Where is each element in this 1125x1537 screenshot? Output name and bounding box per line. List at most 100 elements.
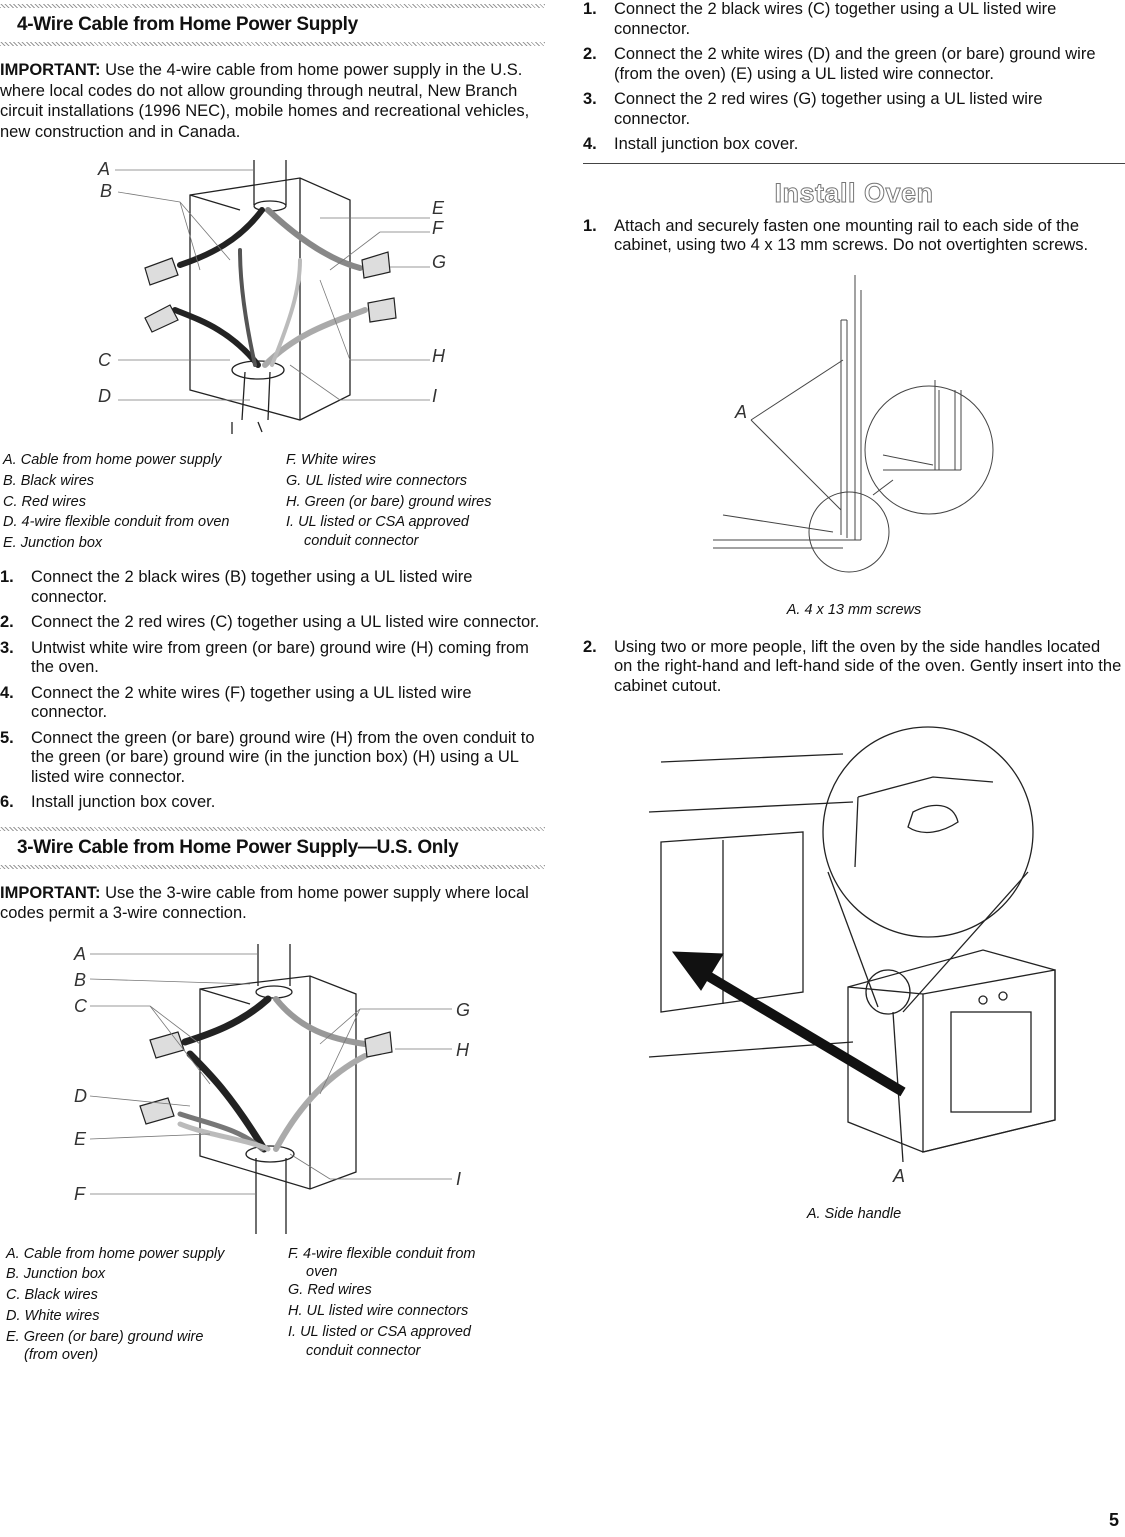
step-item: 2. Using two or more people, lift the ove… (583, 638, 1123, 697)
figure-label-g: G (456, 999, 471, 1020)
step-number: 2. (0, 613, 14, 631)
legend-item: E. Green (or bare) ground wire (6, 1328, 204, 1345)
junction-box-drawing (115, 160, 430, 434)
legend-item: A. Cable from home power supply (6, 1245, 225, 1262)
section-title-3-wire: 3-Wire Cable from Home Power Supply—U.S.… (17, 836, 459, 858)
steps-4-wire: 1. Connect the 2 black wires (B) together… (0, 568, 540, 813)
important-note-3-wire: IMPORTANT: Use the 3-wire cable from hom… (0, 883, 535, 924)
step-number: 6. (0, 793, 14, 811)
left-column: 4-Wire Cable from Home Power Supply IMPO… (0, 0, 545, 1364)
legend-item: E. Junction box (3, 535, 103, 552)
legend-item: C. Red wires (3, 493, 86, 510)
section-divider (0, 4, 545, 8)
legend-4-wire: A. Cable from home power supply B. Black… (0, 450, 545, 568)
legend-item: I. UL listed or CSA approved (288, 1323, 471, 1340)
oven-insertion-drawing (648, 726, 1056, 1163)
mounting-rail-drawing (713, 274, 994, 572)
figure-label-g: G (432, 252, 447, 272)
legend-column-right: F. White wires G. UL listed wire connect… (286, 450, 492, 549)
legend-item: B. Black wires (3, 472, 95, 489)
figure-label-h: H (456, 1039, 469, 1060)
section-divider (0, 826, 545, 831)
legend-item: C. Black wires (6, 1287, 98, 1304)
legend-item-continuation: (from oven) (24, 1347, 99, 1364)
step-text: Connect the 2 white wires (F) together u… (31, 683, 472, 722)
right-column: 1. Connect the 2 black wires (C) together… (583, 0, 1125, 1222)
important-text: Use the 4-wire cable from home power sup… (0, 61, 530, 141)
step-number: 2. (583, 637, 597, 656)
figure-label-f: F (432, 218, 443, 238)
figure-mounting-rail: A (583, 270, 1125, 600)
figure-caption-screws: A. 4 x 13 mm screws (786, 601, 922, 618)
figure-label-i: I (432, 386, 438, 406)
figure-3-wire-junction-box: A B C D E F G H I (0, 943, 545, 1244)
step-number: 1. (583, 0, 597, 18)
figure-label-b: B (74, 969, 87, 990)
step-item: 6. Install junction box cover. (0, 793, 540, 813)
step-item: 5. Connect the green (or bare) ground wir… (0, 729, 540, 788)
step-text: Connect the 2 white wires (D) and the gr… (614, 45, 1096, 83)
legend-item: I. UL listed or CSA approved (286, 514, 469, 531)
step-item: 2. Connect the 2 red wires (C) together u… (0, 613, 540, 633)
step-text: Connect the 2 black wires (B) together u… (31, 568, 473, 606)
figure-label-b: B (100, 181, 113, 201)
section-title-4-wire: 4-Wire Cable from Home Power Supply (17, 14, 358, 35)
legend-item: F. White wires (286, 452, 376, 468)
step-text: Connect the 2 red wires (G) together usi… (614, 90, 1043, 128)
step-text: Untwist white wire from green (or bare) … (31, 638, 529, 677)
step-number: 1. (0, 568, 14, 586)
important-label: IMPORTANT: (0, 61, 101, 79)
important-note-4-wire: IMPORTANT: Use the 4-wire cable from hom… (0, 60, 535, 142)
legend-item: F. 4-wire flexible conduit from (288, 1245, 476, 1262)
figure-label-d: D (74, 1085, 87, 1106)
legend-item-continuation: conduit connector (306, 1342, 421, 1359)
section-divider (0, 864, 545, 869)
install-step-1: 1.Attach and securely fasten one mountin… (583, 217, 1123, 256)
figure-caption-side-handle: A. Side handle (806, 1206, 902, 1222)
figure-label-i: I (456, 1168, 462, 1189)
section-rule (583, 162, 1125, 164)
legend-item: A. Cable from home power supply (3, 452, 222, 468)
legend-item: G. Red wires (288, 1282, 372, 1299)
step-number: 3. (0, 638, 14, 657)
install-step-2: 2. Using two or more people, lift the ove… (583, 638, 1123, 697)
legend-column-right: F. 4-wire flexible conduit from oven G. … (288, 1244, 476, 1359)
figure-label-a: A (74, 943, 87, 964)
important-text: Use the 3-wire cable from home power sup… (0, 883, 529, 923)
step-item: 3. Untwist white wire from green (or bare… (0, 639, 540, 678)
figure-label-f: F (74, 1183, 85, 1204)
legend-column-left: A. Cable from home power supply B. Junct… (6, 1244, 224, 1364)
junction-box-drawing (89, 943, 452, 1234)
steps-3-wire: 1. Connect the 2 black wires (C) together… (583, 0, 1123, 155)
figure-label-e: E (432, 198, 445, 218)
step-text: Install junction box cover. (614, 135, 799, 153)
step-text: Using two or more people, lift the oven … (614, 637, 1122, 695)
figure-label-c: C (98, 350, 111, 370)
step-text: Install junction box cover. (31, 793, 216, 811)
step-number: 4. (0, 683, 14, 702)
install-oven-title: Install Oven (774, 177, 934, 208)
step-item: 1. Connect the 2 black wires (C) together… (583, 0, 1123, 39)
legend-item-continuation: oven (306, 1264, 338, 1281)
legend-item: D. 4-wire flexible conduit from oven (3, 514, 230, 531)
step-number: 5. (0, 728, 14, 747)
figure-label-a: A (98, 159, 111, 179)
section-divider (0, 42, 545, 46)
step-text: Connect the 2 red wires (C) together usi… (31, 613, 540, 631)
step-item: 4. Connect the 2 white wires (F) together… (0, 684, 540, 723)
page-number: 5 (1108, 1510, 1119, 1530)
figure-4-wire-junction-box: A B C D E F G H I (0, 159, 545, 450)
step-text: Connect the 2 black wires (C) together u… (614, 0, 1057, 38)
figure-label-a: A (893, 1166, 906, 1186)
step-number: 4. (583, 135, 597, 153)
legend-3-wire: A. Cable from home power supply B. Junct… (0, 1244, 545, 1364)
figure-label-h: H (432, 346, 445, 366)
step-item: 2.Connect the 2 white wires (D) and the … (583, 45, 1123, 84)
legend-item: B. Junction box (6, 1266, 106, 1283)
step-item: 3.Connect the 2 red wires (G) together u… (583, 90, 1123, 129)
figure-label-d: D (98, 386, 111, 406)
step-item: 1. Connect the 2 black wires (B) together… (0, 568, 540, 607)
legend-item: D. White wires (6, 1307, 100, 1324)
step-text: Connect the green (or bare) ground wire … (31, 728, 535, 786)
figure-label-e: E (74, 1128, 87, 1149)
